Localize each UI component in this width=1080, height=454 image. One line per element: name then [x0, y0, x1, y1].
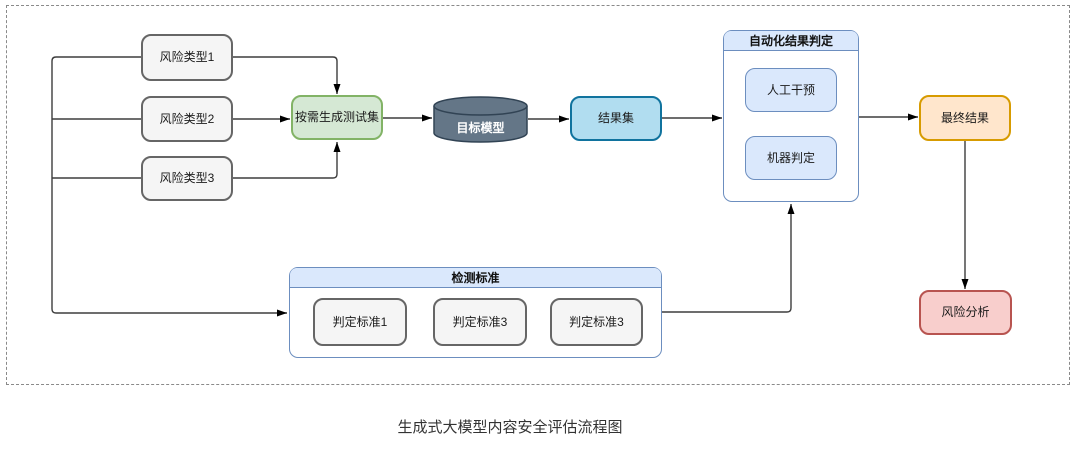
node-target-model: 目标模型 — [433, 96, 528, 143]
detection-standard-title: 检测标准 — [290, 268, 661, 288]
node-risk-type-2: 风险类型2 — [141, 96, 233, 142]
node-final-result: 最终结果 — [919, 95, 1011, 141]
connector-detection-standard-to-auto-judgement — [662, 204, 795, 313]
target-model-label: 目标模型 — [456, 121, 505, 135]
node-machine-judgement: 机器判定 — [745, 136, 837, 180]
node-result-set: 结果集 — [570, 96, 662, 141]
node-generate-testset: 按需生成测试集 — [291, 95, 383, 140]
diagram-boundary — [6, 5, 1070, 385]
group-detection-standard: 检测标准 判定标准1 判定标准3 判定标准3 — [289, 267, 662, 358]
connector-risk1-to-generate-testset — [232, 56, 341, 94]
node-judgement-standard-1: 判定标准1 — [313, 298, 407, 346]
connector-risktypes-to-detection-standard — [51, 56, 287, 317]
node-risk-type-3: 风险类型3 — [141, 156, 233, 201]
connector-risk3-to-generate-testset — [232, 142, 341, 179]
diagram-caption: 生成式大模型内容安全评估流程图 — [397, 419, 623, 436]
node-risk-analysis: 风险分析 — [919, 290, 1012, 335]
database-cylinder-icon — [433, 96, 528, 143]
group-auto-judgement: 自动化结果判定 人工干预 机器判定 — [723, 30, 859, 202]
node-judgement-standard-3: 判定标准3 — [550, 298, 643, 346]
node-manual-intervention: 人工干预 — [745, 68, 837, 112]
node-risk-type-1: 风险类型1 — [141, 34, 233, 81]
node-judgement-standard-2: 判定标准3 — [433, 298, 527, 346]
auto-judgement-title: 自动化结果判定 — [724, 31, 858, 51]
